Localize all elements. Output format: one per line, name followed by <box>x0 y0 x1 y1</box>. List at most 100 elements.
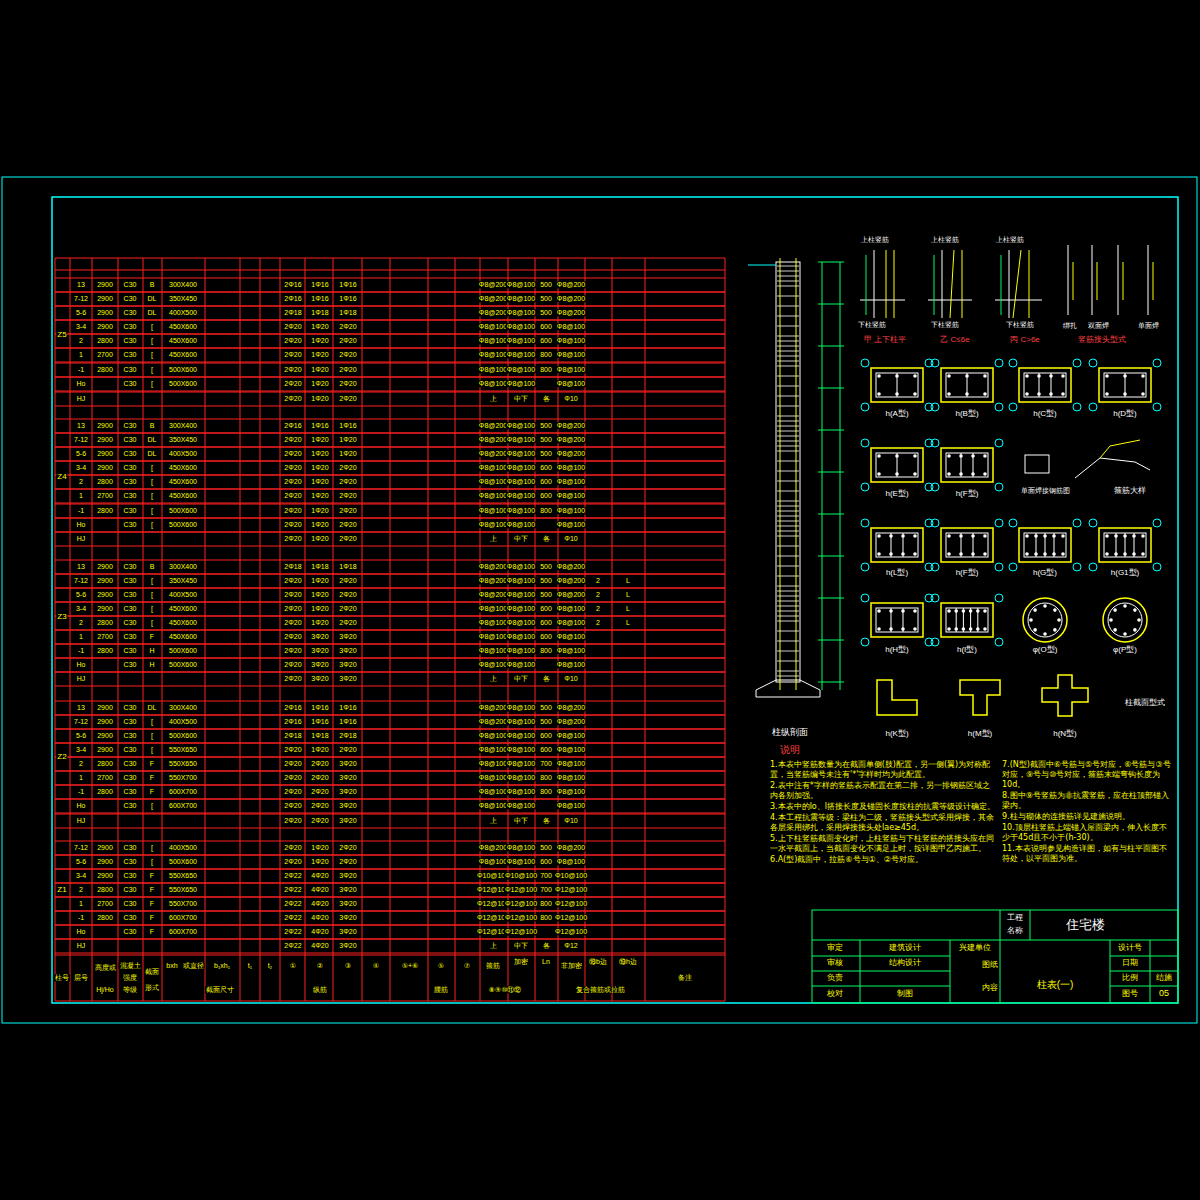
table-cell: DL <box>147 450 158 457</box>
stirrup <box>777 566 799 567</box>
title-block-text: 审定 <box>826 944 844 952</box>
callout-circle <box>995 439 1003 447</box>
tie <box>956 608 957 632</box>
bar <box>947 552 951 556</box>
table-rule <box>55 630 725 631</box>
table-cell: 2900 <box>96 844 114 851</box>
table-rule <box>55 757 725 758</box>
table-cell: [ <box>150 802 154 809</box>
table-cell: 600 <box>539 323 553 330</box>
table-cell: Φ8@100 <box>478 521 508 528</box>
section-outline <box>871 368 923 402</box>
table-cell: 2800 <box>96 337 114 344</box>
title-block-text: 校对 <box>826 990 844 998</box>
tie <box>1045 533 1046 557</box>
tie <box>1054 533 1055 557</box>
table-cell: 2 <box>78 760 84 767</box>
bar <box>983 627 987 631</box>
table-cell: 1Φ20 <box>310 366 329 373</box>
bar <box>913 472 917 476</box>
table-cell: 400X500 <box>168 844 198 851</box>
table-rule <box>55 546 725 547</box>
note-text: 6.A(型)截面中，拉筋⑥号与①、②号对应。 <box>770 855 995 865</box>
table-rule <box>55 292 725 293</box>
l-section <box>877 680 917 715</box>
figure-label: h(K型) <box>884 730 909 738</box>
table-cell: 3Φ20 <box>338 802 357 809</box>
bar <box>1141 374 1145 378</box>
callout-circle <box>931 638 939 646</box>
table-cell: 中下 <box>513 395 529 402</box>
callout-circle <box>931 439 939 447</box>
table-cell: 500 <box>539 436 553 443</box>
stirrup <box>777 356 799 357</box>
table-rule <box>55 672 725 673</box>
table-cell: 800 <box>539 914 553 921</box>
stirrup <box>777 601 799 602</box>
table-cell: L <box>625 591 631 598</box>
table-cell: Φ8@100 <box>506 619 536 626</box>
table-cell: C30 <box>123 323 138 330</box>
table-cell: HJ <box>76 817 87 824</box>
bar <box>913 392 917 396</box>
table-cell: H <box>148 661 155 668</box>
table-cell: 1Φ20 <box>310 380 329 387</box>
table-cell: 2 <box>78 619 84 626</box>
table-cell: 2800 <box>96 647 114 654</box>
bar <box>877 627 881 631</box>
table-cell: Φ8@100 <box>506 464 536 471</box>
stirrup <box>777 576 799 577</box>
table-cell: Φ8@200 <box>556 591 586 598</box>
table-rule <box>55 574 725 575</box>
section-outline <box>1099 528 1151 562</box>
callout-circle <box>931 563 939 571</box>
table-cell: 2Φ20 <box>283 746 302 753</box>
table-cell: F <box>149 774 155 781</box>
table-rule <box>55 785 725 786</box>
header-cell: ⑱b边 <box>588 958 608 965</box>
table-cell: 5-6 <box>75 309 87 316</box>
title-block-text: 内容 <box>981 984 999 992</box>
table-cell: 4Φ20 <box>310 914 329 921</box>
table-cell: Φ8@100 <box>556 802 586 809</box>
table-cell: 800 <box>539 900 553 907</box>
tie <box>1039 373 1040 397</box>
table-cell: 5-6 <box>75 591 87 598</box>
figure-label: 甲 上下柱平 <box>863 336 907 344</box>
stirrup <box>777 516 799 517</box>
table-cell: Φ8@100 <box>556 746 586 753</box>
table-cell: Φ8@100 <box>556 464 586 471</box>
table-cell: C30 <box>123 351 138 358</box>
table-cell: Φ8@200 <box>478 281 508 288</box>
section-outline <box>871 528 923 562</box>
table-cell: C30 <box>123 647 138 654</box>
table-rule <box>55 461 725 462</box>
table-rule <box>55 630 725 631</box>
table-cell: 2Φ20 <box>283 492 302 499</box>
table-rule <box>55 475 725 476</box>
figure-label: 下柱竖筋 <box>930 321 960 328</box>
table-cell: 1Φ20 <box>310 591 329 598</box>
header-cell: 高度或 <box>94 964 117 971</box>
table-cell: 2Φ20 <box>338 605 357 612</box>
callout-circle <box>931 359 939 367</box>
stirrup <box>777 616 799 617</box>
note-text: 9.柱与砌体的连接筋详见建施说明。 <box>1002 812 1174 822</box>
header-cell: t₁ <box>247 962 253 969</box>
table-cell: Φ12@100 <box>554 914 588 921</box>
tie <box>897 373 898 397</box>
figure-label: h(D型) <box>1112 410 1138 418</box>
stirrup <box>777 676 799 677</box>
stirrup <box>777 266 799 267</box>
header-cell: 纵筋 <box>312 986 328 993</box>
table-cell: 2Φ22 <box>283 914 302 921</box>
table-cell: -1 <box>77 507 85 514</box>
bar <box>913 374 917 378</box>
figure-label: h(C型) <box>1032 410 1058 418</box>
table-cell: 3Φ20 <box>338 817 357 824</box>
joint-detail <box>942 250 943 318</box>
rule <box>812 971 950 972</box>
table-cell: 2900 <box>96 436 114 443</box>
table-cell: Φ8@100 <box>506 351 536 358</box>
table-cell: [ <box>150 521 154 528</box>
